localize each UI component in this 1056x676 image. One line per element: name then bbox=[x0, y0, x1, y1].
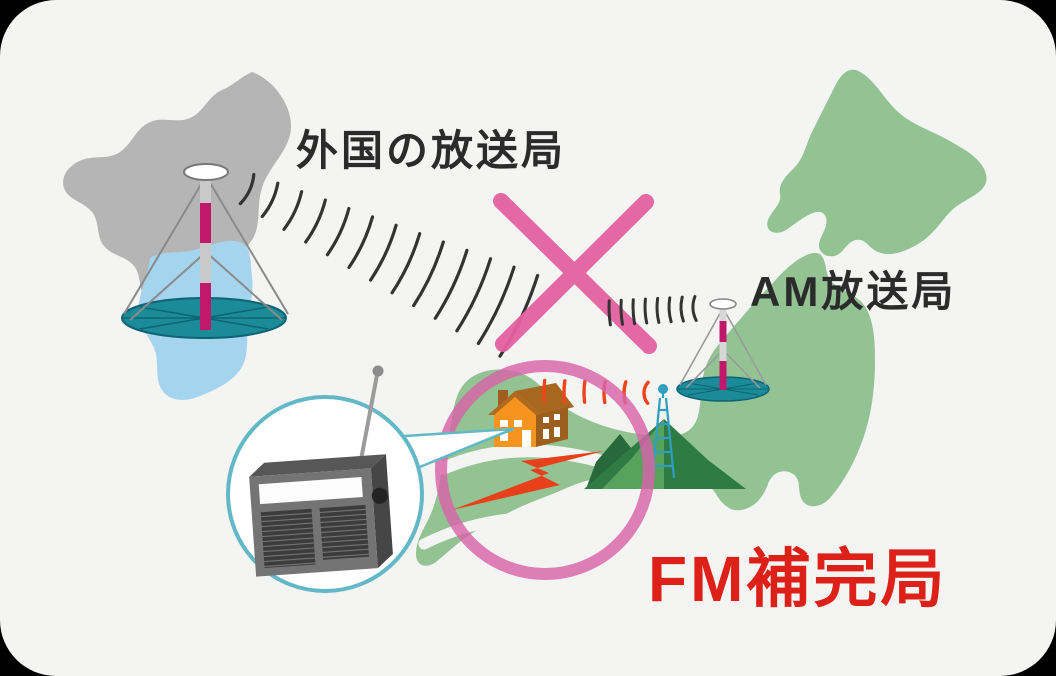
wave-arc bbox=[607, 299, 612, 327]
wave-arc bbox=[642, 380, 650, 405]
wave-arc bbox=[691, 295, 698, 322]
am-radio-waves bbox=[607, 295, 698, 327]
wave-arc bbox=[304, 198, 327, 244]
radio-icon bbox=[249, 365, 393, 577]
wave-arc bbox=[562, 379, 567, 404]
wave-arc bbox=[582, 379, 587, 404]
wave-arc bbox=[679, 295, 685, 323]
wave-arc bbox=[455, 257, 493, 333]
wave-arc bbox=[667, 296, 673, 324]
wave-arc bbox=[347, 215, 375, 269]
am-antenna-mast bbox=[719, 306, 727, 390]
foreign-broadcast-antenna-icon bbox=[121, 163, 289, 339]
foreign-radio-waves bbox=[238, 173, 540, 358]
house-icon bbox=[488, 383, 574, 447]
wave-arc bbox=[542, 378, 547, 404]
wave-arc bbox=[260, 181, 280, 219]
wave-arc bbox=[282, 190, 304, 231]
wave-arc bbox=[643, 297, 649, 325]
korea-map bbox=[63, 72, 292, 400]
label-fm-supplement-station: FM補完局 bbox=[648, 543, 947, 615]
wave-arc bbox=[412, 240, 445, 308]
am-antenna-top-cap bbox=[709, 298, 737, 310]
wave-arc bbox=[238, 173, 256, 206]
highlight-ring bbox=[435, 360, 655, 580]
label-foreign-station: 外国の放送局 bbox=[296, 127, 566, 174]
wave-arc bbox=[369, 223, 398, 282]
wave-arc bbox=[476, 265, 516, 346]
wave-arc bbox=[619, 298, 624, 326]
am-antenna-icon bbox=[676, 298, 770, 402]
antenna-mast bbox=[200, 176, 211, 330]
wave-arc bbox=[655, 296, 661, 324]
wave-arc bbox=[631, 298, 637, 326]
x-mark-icon bbox=[493, 193, 657, 354]
radio-callout bbox=[226, 365, 515, 593]
hokkaido-shape bbox=[767, 69, 987, 257]
lightning-icon bbox=[452, 451, 604, 510]
antenna-top-cap bbox=[183, 163, 229, 181]
am-guy-wires bbox=[679, 307, 767, 389]
label-am-station: AM放送局 bbox=[750, 268, 956, 315]
wave-arc bbox=[433, 248, 469, 320]
guy-wires bbox=[123, 175, 289, 321]
wave-arc bbox=[390, 232, 422, 295]
wave-arc bbox=[325, 206, 351, 257]
